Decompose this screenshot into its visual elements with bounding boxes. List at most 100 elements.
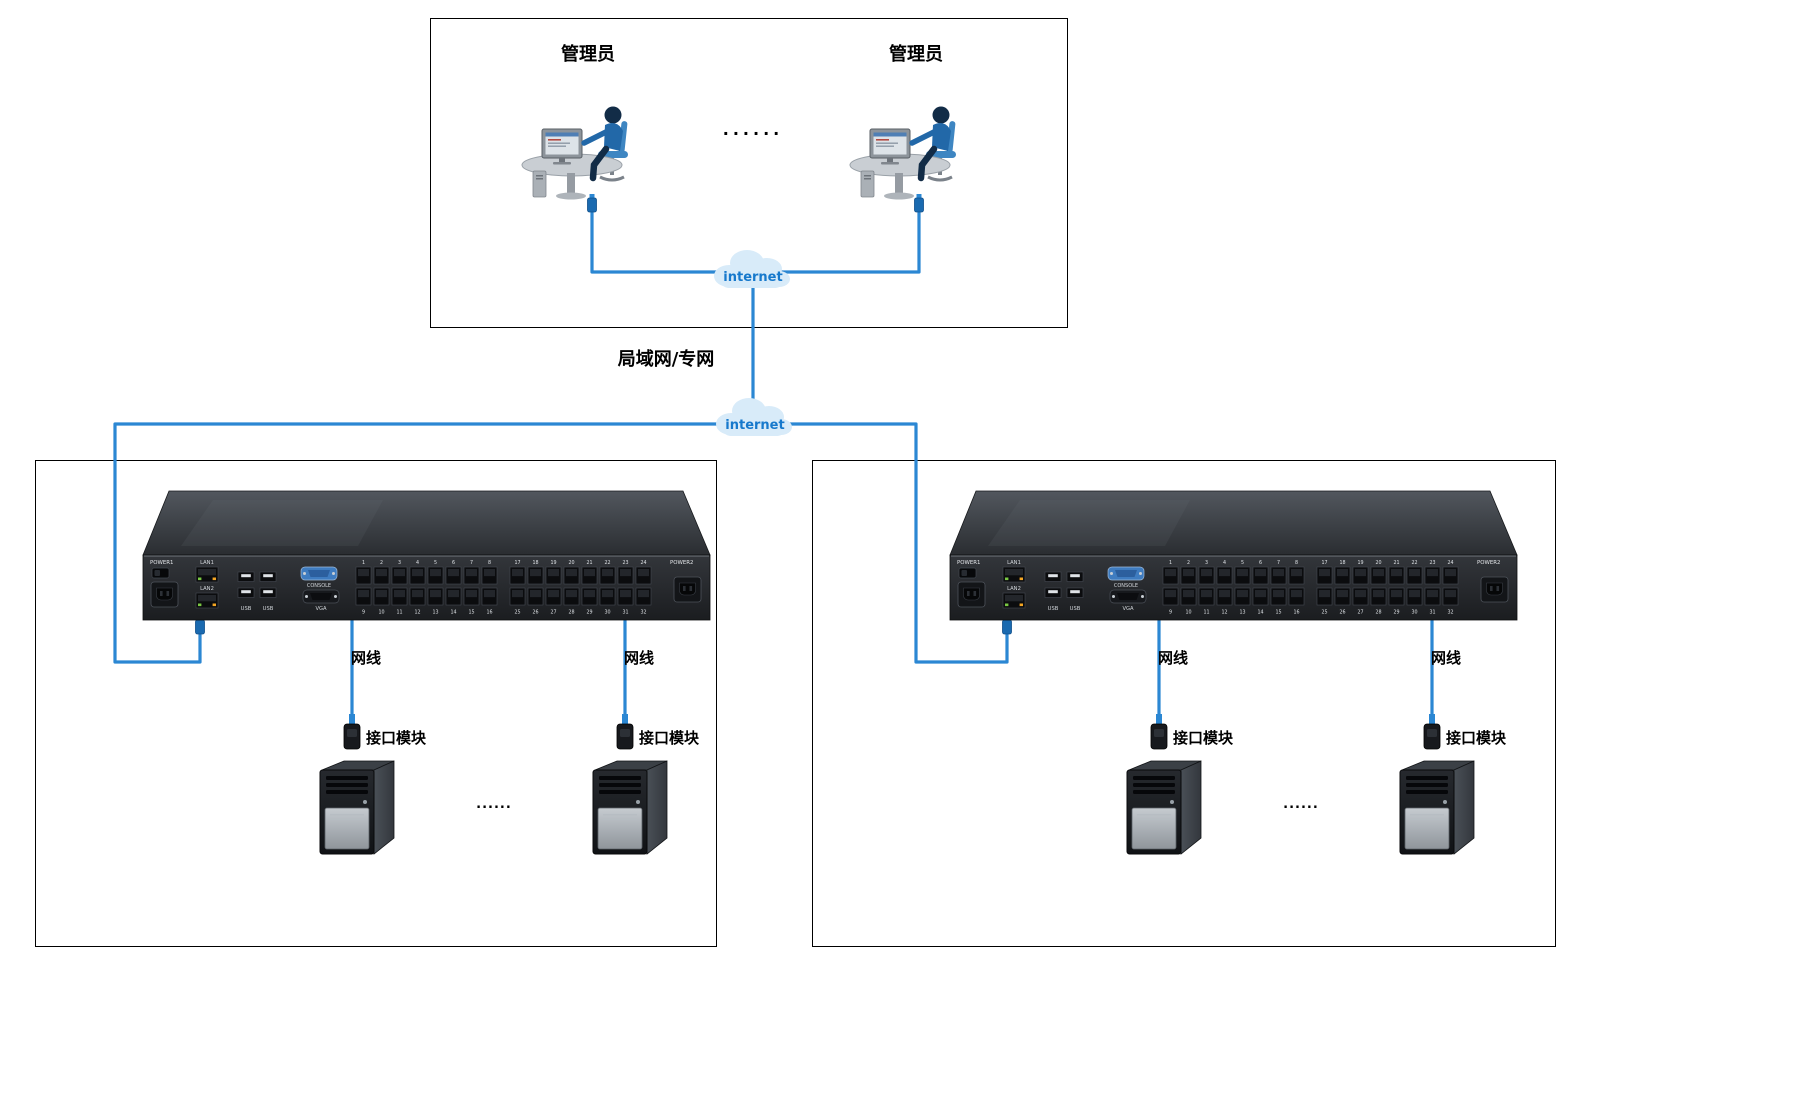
- diagram-text: 19: [550, 560, 556, 566]
- diagram-text: 27: [1357, 610, 1363, 616]
- diagram-text: 18: [532, 560, 538, 566]
- diagram-text: 6: [452, 560, 455, 566]
- diagram-text: 7: [1277, 560, 1280, 566]
- diagram-text: 14: [1257, 610, 1263, 616]
- admin-label-2: 管理员: [889, 44, 943, 65]
- interface-module: [343, 714, 361, 750]
- device-front-panel: [142, 554, 711, 621]
- diagram-text: 12: [1221, 610, 1227, 616]
- diagram-text: LAN2: [1007, 586, 1021, 592]
- diagram-text: 29: [586, 610, 592, 616]
- diagram-text: 8: [488, 560, 491, 566]
- server-tower: [319, 760, 395, 855]
- diagram-text: LAN1: [1007, 560, 1021, 566]
- diagram-text: 15: [468, 610, 474, 616]
- diagram-text: 28: [568, 610, 574, 616]
- admin-workstation: [521, 106, 628, 200]
- admin-workstation: [849, 106, 956, 200]
- diagram-text: 17: [514, 560, 520, 566]
- diagram-text: USB: [1070, 606, 1081, 612]
- lan-network-label: 局域网/专网: [617, 349, 715, 370]
- device-front-panel: [949, 554, 1518, 621]
- diagram-text: 4: [1223, 560, 1226, 566]
- diagram-text: 10: [1185, 610, 1191, 616]
- network-cable: [756, 204, 921, 274]
- server-ellipsis-left: ......: [476, 797, 512, 812]
- monitor: [541, 128, 583, 165]
- diagram-text: 12: [414, 610, 420, 616]
- diagram-text: 7: [470, 560, 473, 566]
- diagram-text: 24: [1447, 560, 1453, 566]
- diagram-text: CONSOLE: [307, 583, 331, 589]
- diagram-text: 28: [1375, 610, 1381, 616]
- diagram-text: 1: [1169, 560, 1172, 566]
- diagram-text: VGA: [315, 606, 327, 612]
- diagram-text: 20: [568, 560, 574, 566]
- diagram-text: 2: [380, 560, 383, 566]
- diagram-text: 17: [1321, 560, 1327, 566]
- diagram-text: 19: [1357, 560, 1363, 566]
- diagram-text: 26: [1339, 610, 1345, 616]
- diagram-text: 18: [1339, 560, 1345, 566]
- diagram-text: internet: [723, 270, 782, 285]
- server-ellipsis-right: ......: [1283, 797, 1319, 812]
- diagram-text: VGA: [1122, 606, 1134, 612]
- diagram-text: 13: [432, 610, 438, 616]
- diagram-text: 3: [398, 560, 401, 566]
- diagram-text: USB: [1048, 606, 1059, 612]
- diagram-text: 3: [1205, 560, 1208, 566]
- module-label-3: 接口模块: [1173, 729, 1234, 747]
- diagram-text: internet: [725, 418, 784, 433]
- diagram-text: 29: [1393, 610, 1399, 616]
- diagram-text: 11: [1203, 610, 1209, 616]
- diagram-text: 13: [1239, 610, 1245, 616]
- diagram-text: 9: [362, 610, 365, 616]
- diagram-text: 31: [1429, 610, 1435, 616]
- network-cable: [756, 422, 1009, 664]
- diagram-text: POWER1: [957, 560, 980, 566]
- admin-person: [581, 106, 623, 182]
- cable-label-2: 网线: [623, 649, 654, 667]
- admin-person: [909, 106, 951, 182]
- diagram-text: 22: [1411, 560, 1417, 566]
- module-label-4: 接口模块: [1446, 729, 1507, 747]
- diagram-text: POWER2: [670, 560, 693, 566]
- internet-cloud: internet: [714, 250, 790, 288]
- diagram-text: 15: [1275, 610, 1281, 616]
- diagram-text: 30: [604, 610, 610, 616]
- interface-module: [616, 714, 634, 750]
- diagram-text: USB: [263, 606, 274, 612]
- diagram-text: POWER1: [150, 560, 173, 566]
- cable-label-4: 网线: [1430, 649, 1461, 667]
- cable-plug: [587, 194, 597, 213]
- admin-ellipsis: ......: [722, 120, 784, 139]
- diagram-text: 2: [1187, 560, 1190, 566]
- module-label-1: 接口模块: [366, 729, 427, 747]
- diagram-text: 14: [450, 610, 456, 616]
- diagram-text: 27: [550, 610, 556, 616]
- diagram-text: 5: [1241, 560, 1244, 566]
- diagram-text: USB: [241, 606, 252, 612]
- diagram-text: 23: [1429, 560, 1435, 566]
- diagram-text: 5: [434, 560, 437, 566]
- network-cable: [113, 422, 752, 664]
- diagram-text: LAN1: [200, 560, 214, 566]
- diagram-text: 25: [1321, 610, 1327, 616]
- diagram-text: 23: [622, 560, 628, 566]
- diagram-text: 32: [640, 610, 646, 616]
- network-cable: [590, 204, 750, 274]
- diagram-text: CONSOLE: [1114, 583, 1138, 589]
- diagram-text: LAN2: [200, 586, 214, 592]
- diagram-text: 30: [1411, 610, 1417, 616]
- diagram-text: 16: [486, 610, 492, 616]
- monitor: [869, 128, 911, 165]
- desktop-tower: [860, 170, 875, 198]
- diagram-text: 9: [1169, 610, 1172, 616]
- diagram-text: 1: [362, 560, 365, 566]
- diagram-text: 32: [1447, 610, 1453, 616]
- diagram-text: 4: [416, 560, 419, 566]
